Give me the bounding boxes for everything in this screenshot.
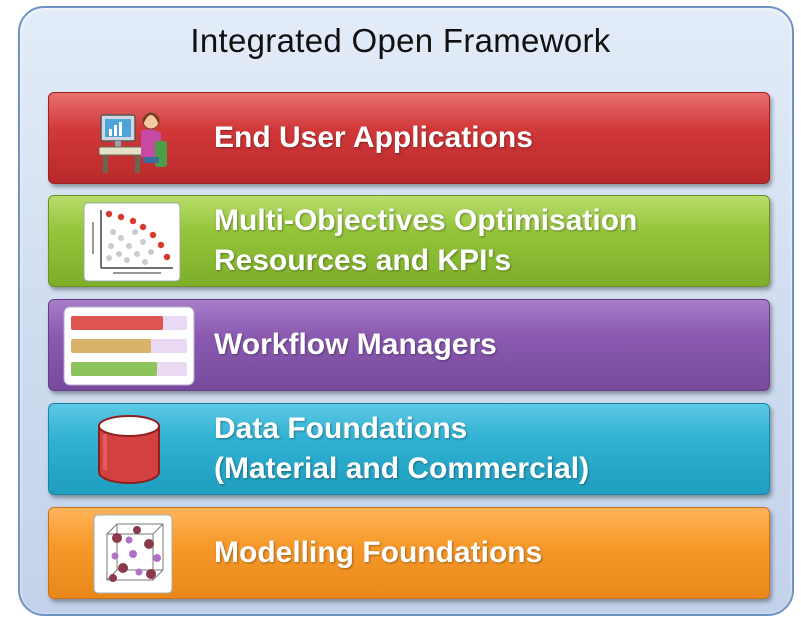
- diagram-title: Integrated Open Framework: [190, 22, 611, 59]
- layer-label: Data Foundations (Material and Commercia…: [214, 404, 589, 494]
- layer-label: End User Applications: [214, 93, 533, 183]
- scatter-plot-icon: [83, 202, 181, 282]
- layer-label-line: Modelling Foundations: [214, 536, 543, 569]
- layer-multi-objectives-optimisation: Multi-Objectives Optimisation Resources …: [48, 195, 770, 287]
- layer-label-line: Workflow Managers: [214, 328, 497, 361]
- layer-label: Workflow Managers: [214, 300, 497, 390]
- molecular-lattice-icon: [93, 514, 173, 594]
- layer-label-line: Data Foundations: [214, 412, 468, 445]
- layer-data-foundations: Data Foundations (Material and Commercia…: [48, 403, 770, 495]
- layer-label: Modelling Foundations: [214, 508, 542, 598]
- layer-label-line: Resources and KPI's: [214, 244, 512, 277]
- layer-label-line: Multi-Objectives Optimisation: [214, 204, 638, 237]
- layer-label: Multi-Objectives Optimisation Resources …: [214, 196, 637, 286]
- layer-end-user-applications: End User Applications: [48, 92, 770, 184]
- database-cylinder-icon: [98, 415, 160, 484]
- layer-label-line: End User Applications: [214, 121, 533, 154]
- layer-workflow-managers: Workflow Managers: [48, 299, 770, 391]
- layer-modelling-foundations: Modelling Foundations: [48, 507, 770, 599]
- gantt-bars-icon: [63, 306, 195, 386]
- layer-label-line: (Material and Commercial): [214, 452, 590, 485]
- person-at-computer-icon: [98, 112, 167, 173]
